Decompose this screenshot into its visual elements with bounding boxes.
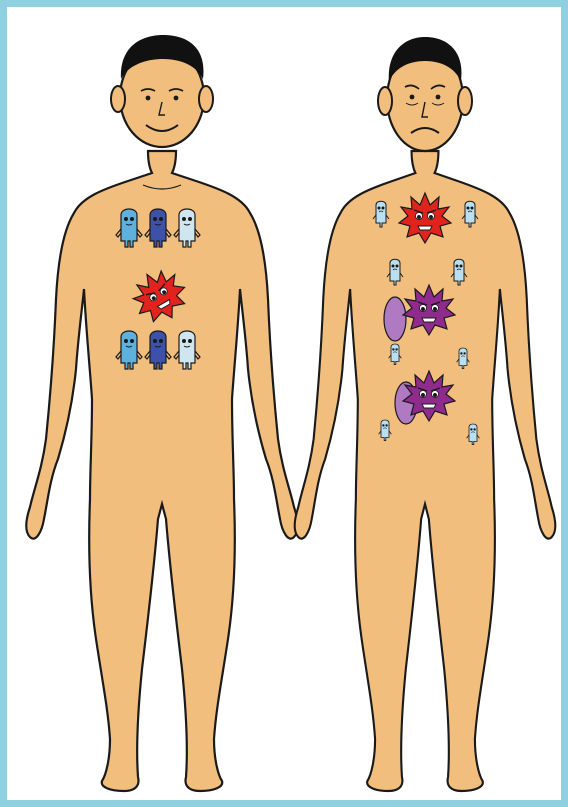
purple-shield [384,297,406,341]
healthy-cell-group-bottom [116,331,200,369]
healthy-person-figure [26,35,298,791]
illustration-frame [7,7,561,800]
healthy-cell-group-top [116,209,200,247]
sick-person-figure [295,37,556,791]
sick-body [295,151,556,791]
illustration-canvas [7,7,561,800]
